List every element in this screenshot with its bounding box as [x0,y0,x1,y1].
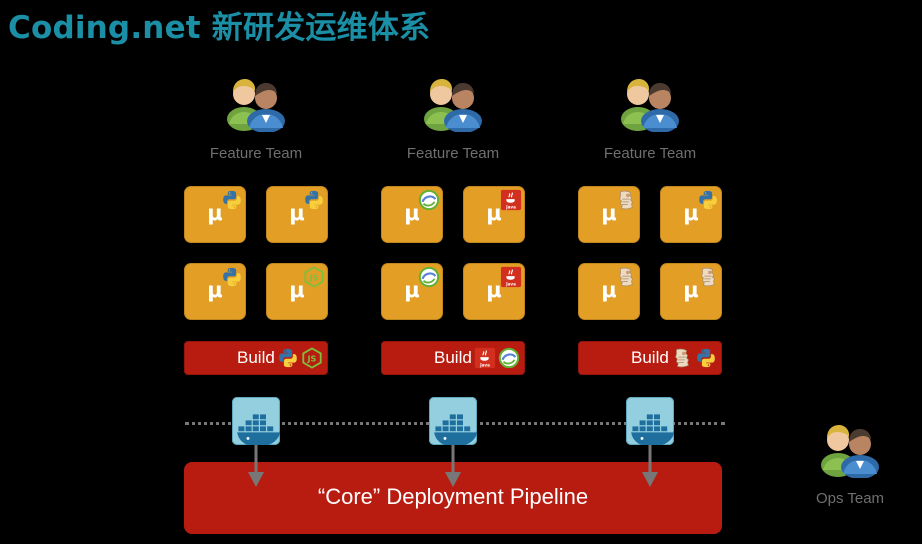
microservice-tile: μ [184,263,246,320]
docker-container-icon [429,397,477,445]
docker-container-icon [232,397,280,445]
ops-team-label: Ops Team [815,490,885,507]
page-title: Coding.net 新研发运维体系 [8,10,431,46]
build-label: Build [434,348,472,367]
microservice-symbol: μ [207,201,223,225]
microservice-symbol: μ [683,201,699,225]
feature-team-label: Feature Team [406,145,500,162]
microservice-tile: μ [578,186,640,243]
feature-team-label: Feature Team [209,145,303,162]
microservice-tile: μ [660,263,722,320]
microservice-tile: μ [266,186,328,243]
microservice-symbol: μ [404,201,420,225]
build-stage: Build [578,341,722,375]
feature-team-label: Feature Team [603,145,697,162]
microservice-symbol: μ [404,278,420,302]
microservice-symbol: μ [289,278,305,302]
microservice-tile: μ [266,263,328,320]
pipeline-label: “Core” Deployment Pipeline [317,484,589,509]
ops-team-people-icon [818,418,882,478]
microservice-tile: μ [660,186,722,243]
microservice-symbol: μ [289,201,305,225]
microservice-tile: μ [463,263,525,320]
build-stage: Build [184,341,328,375]
microservice-tile: μ [381,263,443,320]
microservice-tile: μ [463,186,525,243]
microservice-symbol: μ [207,278,223,302]
microservice-symbol: μ [601,278,617,302]
core-deployment-pipeline: “Core” Deployment Pipeline [184,462,722,534]
microservice-symbol: μ [683,278,699,302]
build-stage: Build [381,341,525,375]
build-label: Build [237,348,275,367]
docker-container-icon [626,397,674,445]
microservice-tile: μ [578,263,640,320]
microservice-symbol: μ [486,201,502,225]
microservice-symbol: μ [486,278,502,302]
microservice-tile: μ [184,186,246,243]
microservice-tile: μ [381,186,443,243]
microservice-symbol: μ [601,201,617,225]
build-label: Build [631,348,669,367]
